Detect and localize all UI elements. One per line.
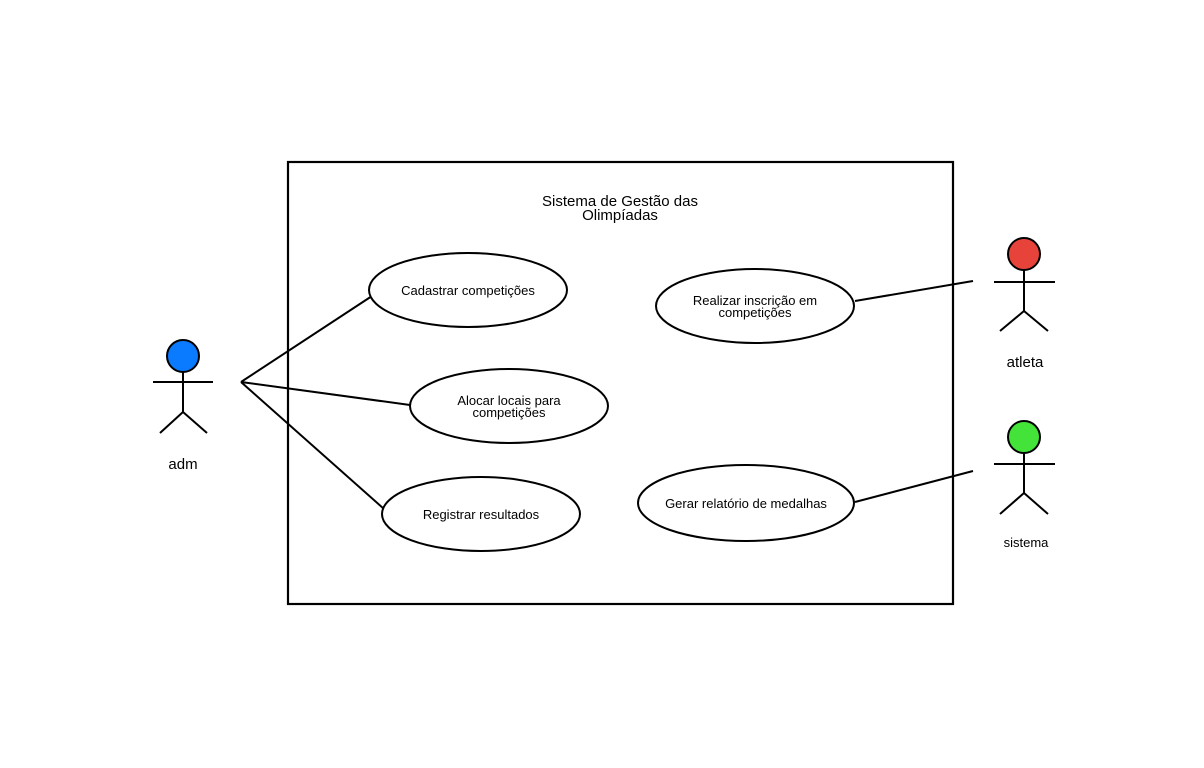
use-case-cadastrar-competicoes[interactable]: Cadastrar competições xyxy=(368,252,568,328)
use-case-label-line2: competições xyxy=(719,305,792,320)
use-case-alocar-locais[interactable]: Alocar locais para competições xyxy=(409,368,609,444)
use-case-realizar-inscricao[interactable]: Realizar inscrição em competições xyxy=(655,268,855,344)
use-case-registrar-resultados[interactable]: Registrar resultados xyxy=(381,476,581,552)
actor-sistema-label: sistema xyxy=(1004,535,1050,550)
use-case-ellipse xyxy=(637,464,855,542)
actor-adm-left-leg xyxy=(159,411,184,434)
use-case-label-line1: Alocar locais para xyxy=(457,393,561,408)
actor-sistema-left-leg xyxy=(999,492,1025,515)
use-case-label-line1: Realizar inscrição em xyxy=(693,293,817,308)
actor-sistema-right-leg xyxy=(1023,492,1049,515)
use-case-label: Cadastrar competições xyxy=(401,283,535,298)
actor-sistema-head xyxy=(1007,420,1041,454)
association-atleta-inscricao xyxy=(854,280,974,302)
actor-adm-right-leg xyxy=(182,411,208,434)
use-case-ellipse xyxy=(409,368,609,444)
use-case-label-line2: competições xyxy=(473,405,546,420)
actor-adm-label: adm xyxy=(168,456,197,473)
system-title-line1: Sistema de Gestão das xyxy=(542,193,698,210)
actor-atleta-label: atleta xyxy=(1007,354,1044,371)
use-case-ellipse xyxy=(655,268,855,344)
use-case-gerar-relatorio[interactable]: Gerar relatório de medalhas xyxy=(637,464,855,542)
system-title-line2: Olimpíadas xyxy=(582,207,658,224)
use-case-ellipse xyxy=(381,476,581,552)
association-adm-registrar xyxy=(240,381,385,510)
use-case-label: Gerar relatório de medalhas xyxy=(665,496,827,511)
association-adm-alocar xyxy=(240,381,411,406)
use-case-ellipse xyxy=(368,252,568,328)
actor-adm[interactable]: adm xyxy=(153,339,213,473)
actor-sistema[interactable]: sistema xyxy=(994,420,1055,550)
actor-atleta-left-leg xyxy=(999,310,1025,332)
system-boundary xyxy=(286,160,955,606)
actor-atleta-right-leg xyxy=(1023,310,1049,332)
association-sistema-relatorio xyxy=(854,470,974,503)
actor-atleta[interactable]: atleta xyxy=(994,237,1055,371)
actor-atleta-head xyxy=(1007,237,1041,271)
use-case-label: Registrar resultados xyxy=(423,507,540,522)
actor-adm-head xyxy=(166,339,200,373)
association-adm-cadastrar xyxy=(240,295,373,383)
